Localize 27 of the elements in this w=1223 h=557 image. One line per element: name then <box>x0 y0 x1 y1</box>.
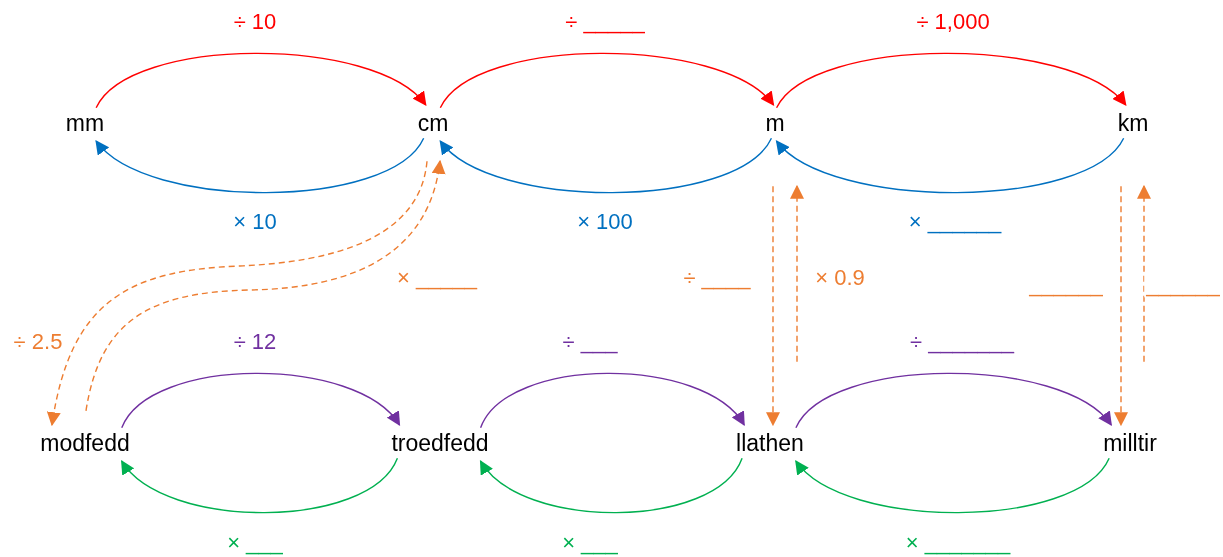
arrow <box>1114 185 1128 427</box>
arrow <box>120 457 399 514</box>
unit-label: modfedd <box>40 429 130 457</box>
arrow <box>479 372 745 429</box>
unit-label: llathen <box>736 429 804 457</box>
unit-label: km <box>1117 109 1149 137</box>
arrow <box>794 457 1110 514</box>
edge-label: ______ <box>1144 272 1222 298</box>
arrow <box>775 137 1125 194</box>
arrow <box>775 52 1127 109</box>
unit-label: mm <box>65 109 105 137</box>
arrow <box>95 52 427 109</box>
arrow <box>790 184 804 363</box>
arrow <box>85 159 445 412</box>
arrow <box>479 457 743 514</box>
arrow <box>439 52 775 109</box>
unit-label: milltir <box>1103 429 1157 457</box>
arrow <box>95 137 425 194</box>
arrow <box>439 137 773 194</box>
unit-label: m <box>765 109 785 137</box>
arrow <box>1137 184 1151 363</box>
unit-label: cm <box>417 109 449 137</box>
arrow <box>795 372 1113 429</box>
arrow <box>121 372 401 429</box>
arrow <box>47 160 428 427</box>
arrow <box>766 185 780 427</box>
unit-label: troedfedd <box>391 429 489 457</box>
